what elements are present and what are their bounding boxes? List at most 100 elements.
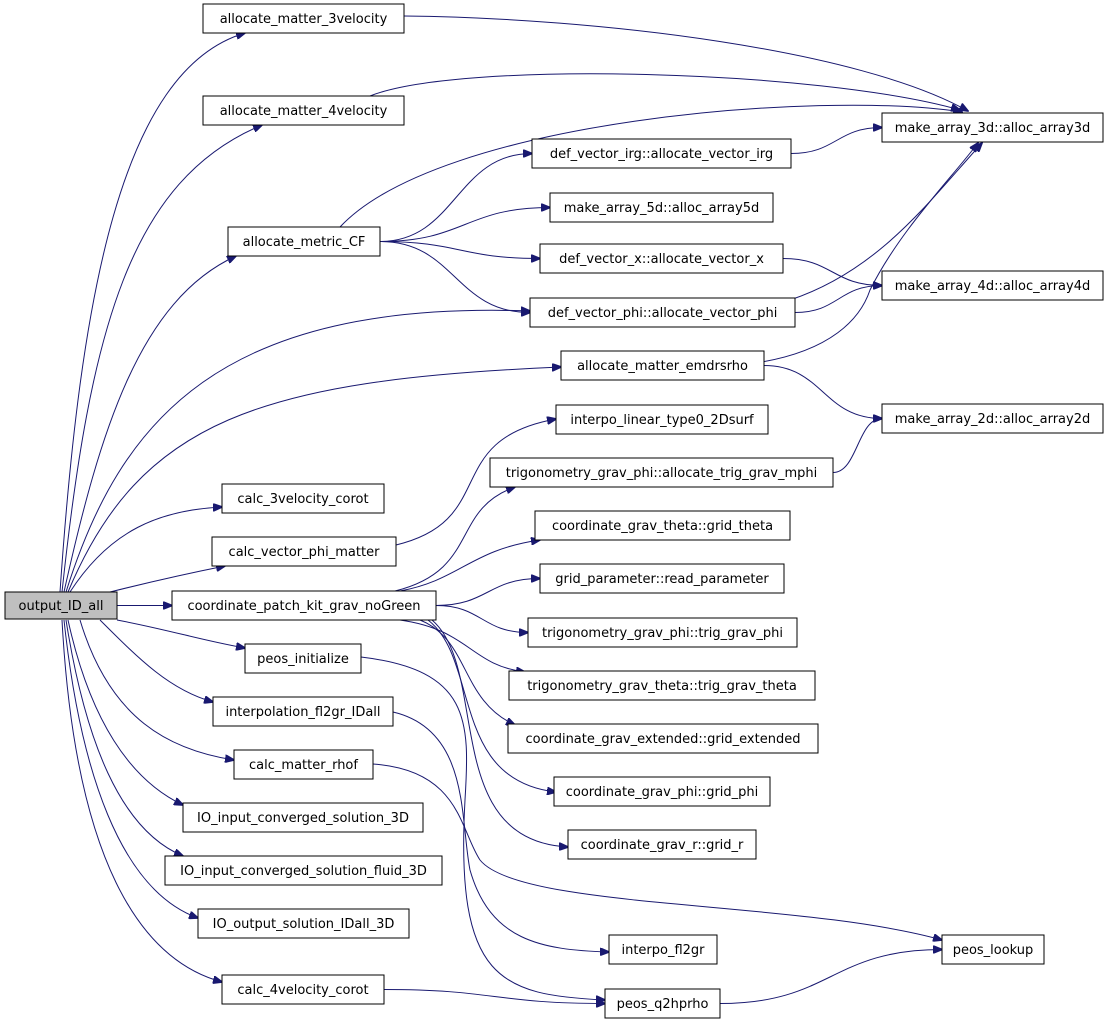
- node-coordinate-grav-extended-grid-extended[interactable]: coordinate_grav_extended::grid_extended: [507, 723, 819, 754]
- node-coordinate-grav-theta-grid-theta[interactable]: coordinate_grav_theta::grid_theta: [534, 510, 791, 541]
- edge-allocate-matter-4velocity-to-make-array-3d-alloc-array3d: [369, 73, 960, 110]
- edge-allocate-matter-emdrsrho-to-make-array-2d-alloc-array2d: [763, 365, 882, 419]
- node-label: interpolation_fl2gr_IDall: [225, 705, 380, 720]
- node-label: coordinate_grav_extended::grid_extended: [526, 732, 801, 747]
- node-coordinate-grav-r-grid-r[interactable]: coordinate_grav_r::grid_r: [567, 829, 757, 860]
- edge-trigonometry-grav-phi-allocate-trig-grav-mphi-to-make-array-2d-alloc-array2d: [832, 419, 882, 473]
- edge-allocate-metric-cf-to-def-vector-irg-allocate-vector-irg: [379, 154, 532, 242]
- node-def-vector-phi-allocate-vector-phi[interactable]: def_vector_phi::allocate_vector_phi: [529, 297, 796, 328]
- edge-allocate-metric-cf-to-def-vector-phi-allocate-vector-phi: [379, 241, 530, 313]
- edge-calc-4velocity-corot-to-peos-q2hprho: [383, 989, 605, 1004]
- node-io-input-converged-solution-fluid-3d[interactable]: IO_input_converged_solution_fluid_3D: [164, 855, 443, 886]
- node-label: make_array_2d::alloc_array2d: [895, 412, 1090, 427]
- node-peos-q2hprho[interactable]: peos_q2hprho: [604, 988, 721, 1019]
- node-coordinate-patch-kit-grav-nogreen[interactable]: coordinate_patch_kit_grav_noGreen: [171, 590, 437, 621]
- edge-calc-vector-phi-matter-to-interpo-linear-type0-2dsurf: [395, 419, 556, 546]
- edge-coordinate-patch-kit-grav-nogreen-to-coordinate-grav-r-grid-r: [431, 619, 568, 847]
- node-box: [244, 643, 362, 674]
- node-trigonometry-grav-phi-allocate-trig-grav-mphi[interactable]: trigonometry_grav_phi::allocate_trig_gra…: [489, 457, 834, 488]
- edge-def-vector-x-allocate-vector-x-to-make-array-4d-alloc-array4d: [782, 258, 882, 286]
- edge-coordinate-patch-kit-grav-nogreen-to-coordinate-grav-theta-grid-theta: [399, 540, 540, 592]
- node-box: [608, 934, 718, 965]
- node-box: [202, 3, 405, 34]
- edge-peos-initialize-to-peos-q2hprho: [360, 656, 605, 1000]
- node-box: [549, 192, 774, 223]
- node-box: [171, 590, 437, 621]
- edge-allocate-matter-3velocity-to-make-array-3d-alloc-array3d: [403, 15, 968, 111]
- edge-output-id-all-to-allocate-matter-emdrsrho: [67, 367, 561, 593]
- node-label: IO_input_converged_solution_3D: [197, 811, 409, 826]
- node-box: [534, 510, 791, 541]
- node-trigonometry-grav-theta-trig-grav-theta[interactable]: trigonometry_grav_theta::trig_grav_theta: [508, 670, 816, 701]
- node-box: [489, 457, 834, 488]
- edge-allocate-metric-cf-to-make-array-3d-alloc-array3d: [339, 104, 962, 228]
- node-box: [604, 988, 721, 1019]
- node-def-vector-x-allocate-vector-x[interactable]: def_vector_x::allocate_vector_x: [539, 243, 784, 274]
- edge-def-vector-phi-allocate-vector-phi-to-make-array-4d-alloc-array4d: [794, 286, 882, 313]
- node-calc-vector-phi-matter[interactable]: calc_vector_phi_matter: [211, 536, 397, 567]
- node-label: make_array_4d::alloc_array4d: [895, 279, 1090, 294]
- edge-output-id-all-to-calc-3velocity-corot: [69, 507, 222, 593]
- node-make-array-4d-alloc-array4d[interactable]: make_array_4d::alloc_array4d: [881, 270, 1104, 301]
- node-io-output-solution-idall-3d[interactable]: IO_output_solution_IDall_3D: [197, 908, 410, 939]
- node-trigonometry-grav-phi-trig-grav-phi[interactable]: trigonometry_grav_phi::trig_grav_phi: [527, 617, 798, 648]
- node-allocate-matter-emdrsrho[interactable]: allocate_matter_emdrsrho: [560, 350, 765, 381]
- edge-output-id-all-to-allocate-metric-cf: [63, 256, 236, 593]
- node-allocate-matter-3velocity[interactable]: allocate_matter_3velocity: [202, 3, 405, 34]
- node-box: [941, 934, 1045, 965]
- edge-output-id-all-to-allocate-matter-3velocity: [59, 33, 245, 593]
- node-label: coordinate_grav_theta::grid_theta: [552, 519, 773, 534]
- node-label: coordinate_patch_kit_grav_noGreen: [187, 599, 420, 614]
- node-label: calc_3velocity_corot: [237, 492, 368, 507]
- node-peos-initialize[interactable]: peos_initialize: [244, 643, 362, 674]
- node-allocate-metric-cf[interactable]: allocate_metric_CF: [227, 226, 381, 257]
- node-output-id-all[interactable]: output_ID_all: [4, 591, 118, 620]
- edge-layer: [59, 15, 982, 1004]
- node-def-vector-irg-allocate-vector-irg[interactable]: def_vector_irg::allocate_vector_irg: [531, 138, 792, 169]
- edge-output-id-all-to-calc-vector-phi-matter: [109, 566, 225, 593]
- node-make-array-5d-alloc-array5d[interactable]: make_array_5d::alloc_array5d: [549, 192, 774, 223]
- node-make-array-2d-alloc-array2d[interactable]: make_array_2d::alloc_array2d: [881, 403, 1104, 434]
- node-box: [508, 670, 816, 701]
- node-label: peos_initialize: [257, 652, 349, 667]
- node-box: [221, 974, 385, 1005]
- node-box: [227, 226, 381, 257]
- node-interpolation-fl2gr-idall[interactable]: interpolation_fl2gr_IDall: [212, 696, 394, 727]
- edge-coordinate-patch-kit-grav-nogreen-to-grid-parameter-read-parameter: [435, 579, 540, 606]
- node-box: [4, 591, 118, 620]
- edge-def-vector-irg-allocate-vector-irg-to-make-array-3d-alloc-array3d: [790, 128, 882, 154]
- node-coordinate-grav-phi-grid-phi[interactable]: coordinate_grav_phi::grid_phi: [553, 776, 771, 807]
- node-grid-parameter-read-parameter[interactable]: grid_parameter::read_parameter: [539, 563, 785, 594]
- edge-coordinate-patch-kit-grav-nogreen-to-coordinate-grav-extended-grid-extended: [419, 619, 515, 725]
- node-box: [539, 243, 784, 274]
- node-calc-4velocity-corot[interactable]: calc_4velocity_corot: [221, 974, 385, 1005]
- node-label: IO_output_solution_IDall_3D: [213, 917, 395, 932]
- node-calc-matter-rhof[interactable]: calc_matter_rhof: [233, 749, 374, 780]
- node-peos-lookup[interactable]: peos_lookup: [941, 934, 1045, 965]
- node-label: trigonometry_grav_theta::trig_grav_theta: [527, 679, 797, 694]
- node-box: [553, 776, 771, 807]
- node-label: IO_input_converged_solution_fluid_3D: [180, 864, 427, 879]
- edge-coordinate-patch-kit-grav-nogreen-to-trigonometry-grav-phi-trig-grav-phi: [435, 605, 528, 633]
- node-label: peos_q2hprho: [617, 997, 709, 1012]
- node-box: [527, 617, 798, 648]
- node-box: [881, 403, 1104, 434]
- node-io-input-converged-solution-3d[interactable]: IO_input_converged_solution_3D: [182, 802, 424, 833]
- node-layer: output_ID_all allocate_matter_3velocityal…: [4, 3, 1104, 1019]
- node-allocate-matter-4velocity[interactable]: allocate_matter_4velocity: [202, 95, 405, 126]
- node-interpo-fl2gr[interactable]: interpo_fl2gr: [608, 934, 718, 965]
- node-calc-3velocity-corot[interactable]: calc_3velocity_corot: [221, 483, 385, 514]
- edge-output-id-all-to-def-vector-phi-allocate-vector-phi: [65, 310, 530, 593]
- node-box: [211, 536, 397, 567]
- node-box: [529, 297, 796, 328]
- node-box: [202, 95, 405, 126]
- edge-peos-q2hprho-to-peos-lookup: [719, 950, 942, 1004]
- edge-allocate-metric-cf-to-make-array-5d-alloc-array5d: [379, 208, 550, 242]
- node-make-array-3d-alloc-array3d[interactable]: make_array_3d::alloc_array3d: [881, 112, 1104, 143]
- node-box: [182, 802, 424, 833]
- edge-allocate-matter-emdrsrho-to-make-array-3d-alloc-array3d: [761, 143, 978, 363]
- node-interpo-linear-type0-2dsurf[interactable]: interpo_linear_type0_2Dsurf: [555, 404, 769, 435]
- node-label: calc_matter_rhof: [249, 758, 358, 773]
- node-box: [531, 138, 792, 169]
- edge-coordinate-patch-kit-grav-nogreen-to-coordinate-grav-phi-grid-phi: [427, 619, 556, 792]
